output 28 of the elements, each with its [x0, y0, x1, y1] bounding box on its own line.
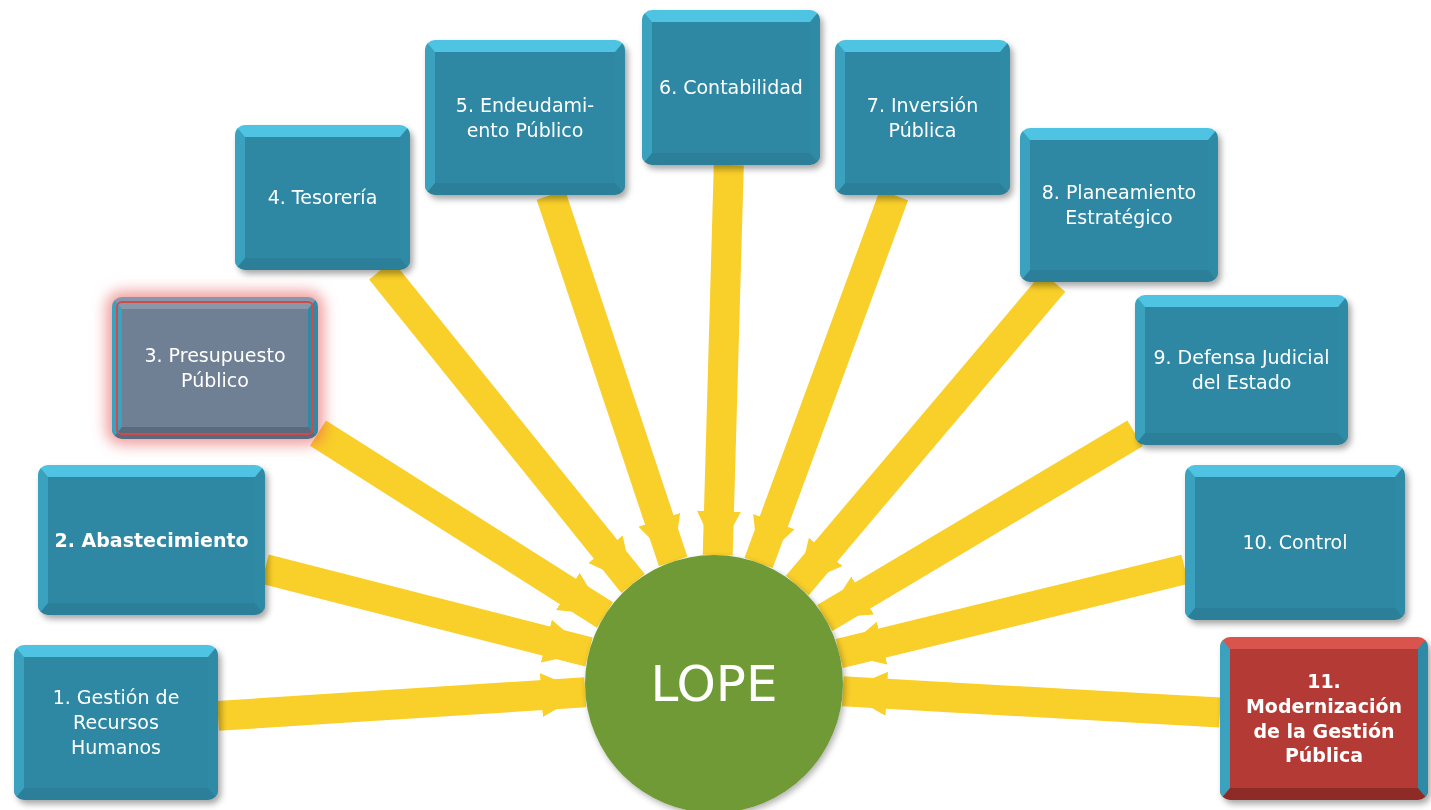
box-label: 4. Tesorería — [266, 185, 379, 210]
process-box — [1020, 128, 1218, 282]
box-label: 10. Control — [1241, 530, 1349, 555]
box-label: 5. Endeudami- ento Público — [454, 92, 596, 143]
process-box — [425, 40, 625, 195]
process-box — [835, 40, 1010, 195]
process-box — [1135, 295, 1348, 445]
box-label: 11. Modernización de la Gestión Pública — [1244, 669, 1404, 768]
process-box — [38, 465, 265, 615]
process-box — [112, 297, 318, 439]
process-box — [14, 645, 218, 800]
box-label: 3. Presupuesto Público — [143, 343, 287, 393]
hub-label: LOPE — [649, 653, 779, 715]
box-label: 8. Planeamiento Estratégico — [1040, 180, 1198, 230]
process-box — [1220, 637, 1428, 800]
box-label: 2. Abastecimiento — [53, 527, 250, 553]
process-box — [235, 125, 410, 270]
box-label: 9. Defensa Judicial del Estado — [1152, 345, 1331, 395]
arrow — [696, 164, 744, 556]
arrow — [310, 420, 613, 628]
process-box — [1185, 465, 1405, 620]
box-label: 6. Contabilidad — [658, 75, 804, 100]
process-box — [642, 10, 820, 165]
arrow — [817, 420, 1143, 631]
box-label: 7. Inversión Pública — [865, 92, 980, 143]
arrow — [841, 671, 1221, 728]
box-label: 1. Gestión de Recursos Humanos — [51, 685, 181, 760]
arrow — [217, 673, 587, 731]
